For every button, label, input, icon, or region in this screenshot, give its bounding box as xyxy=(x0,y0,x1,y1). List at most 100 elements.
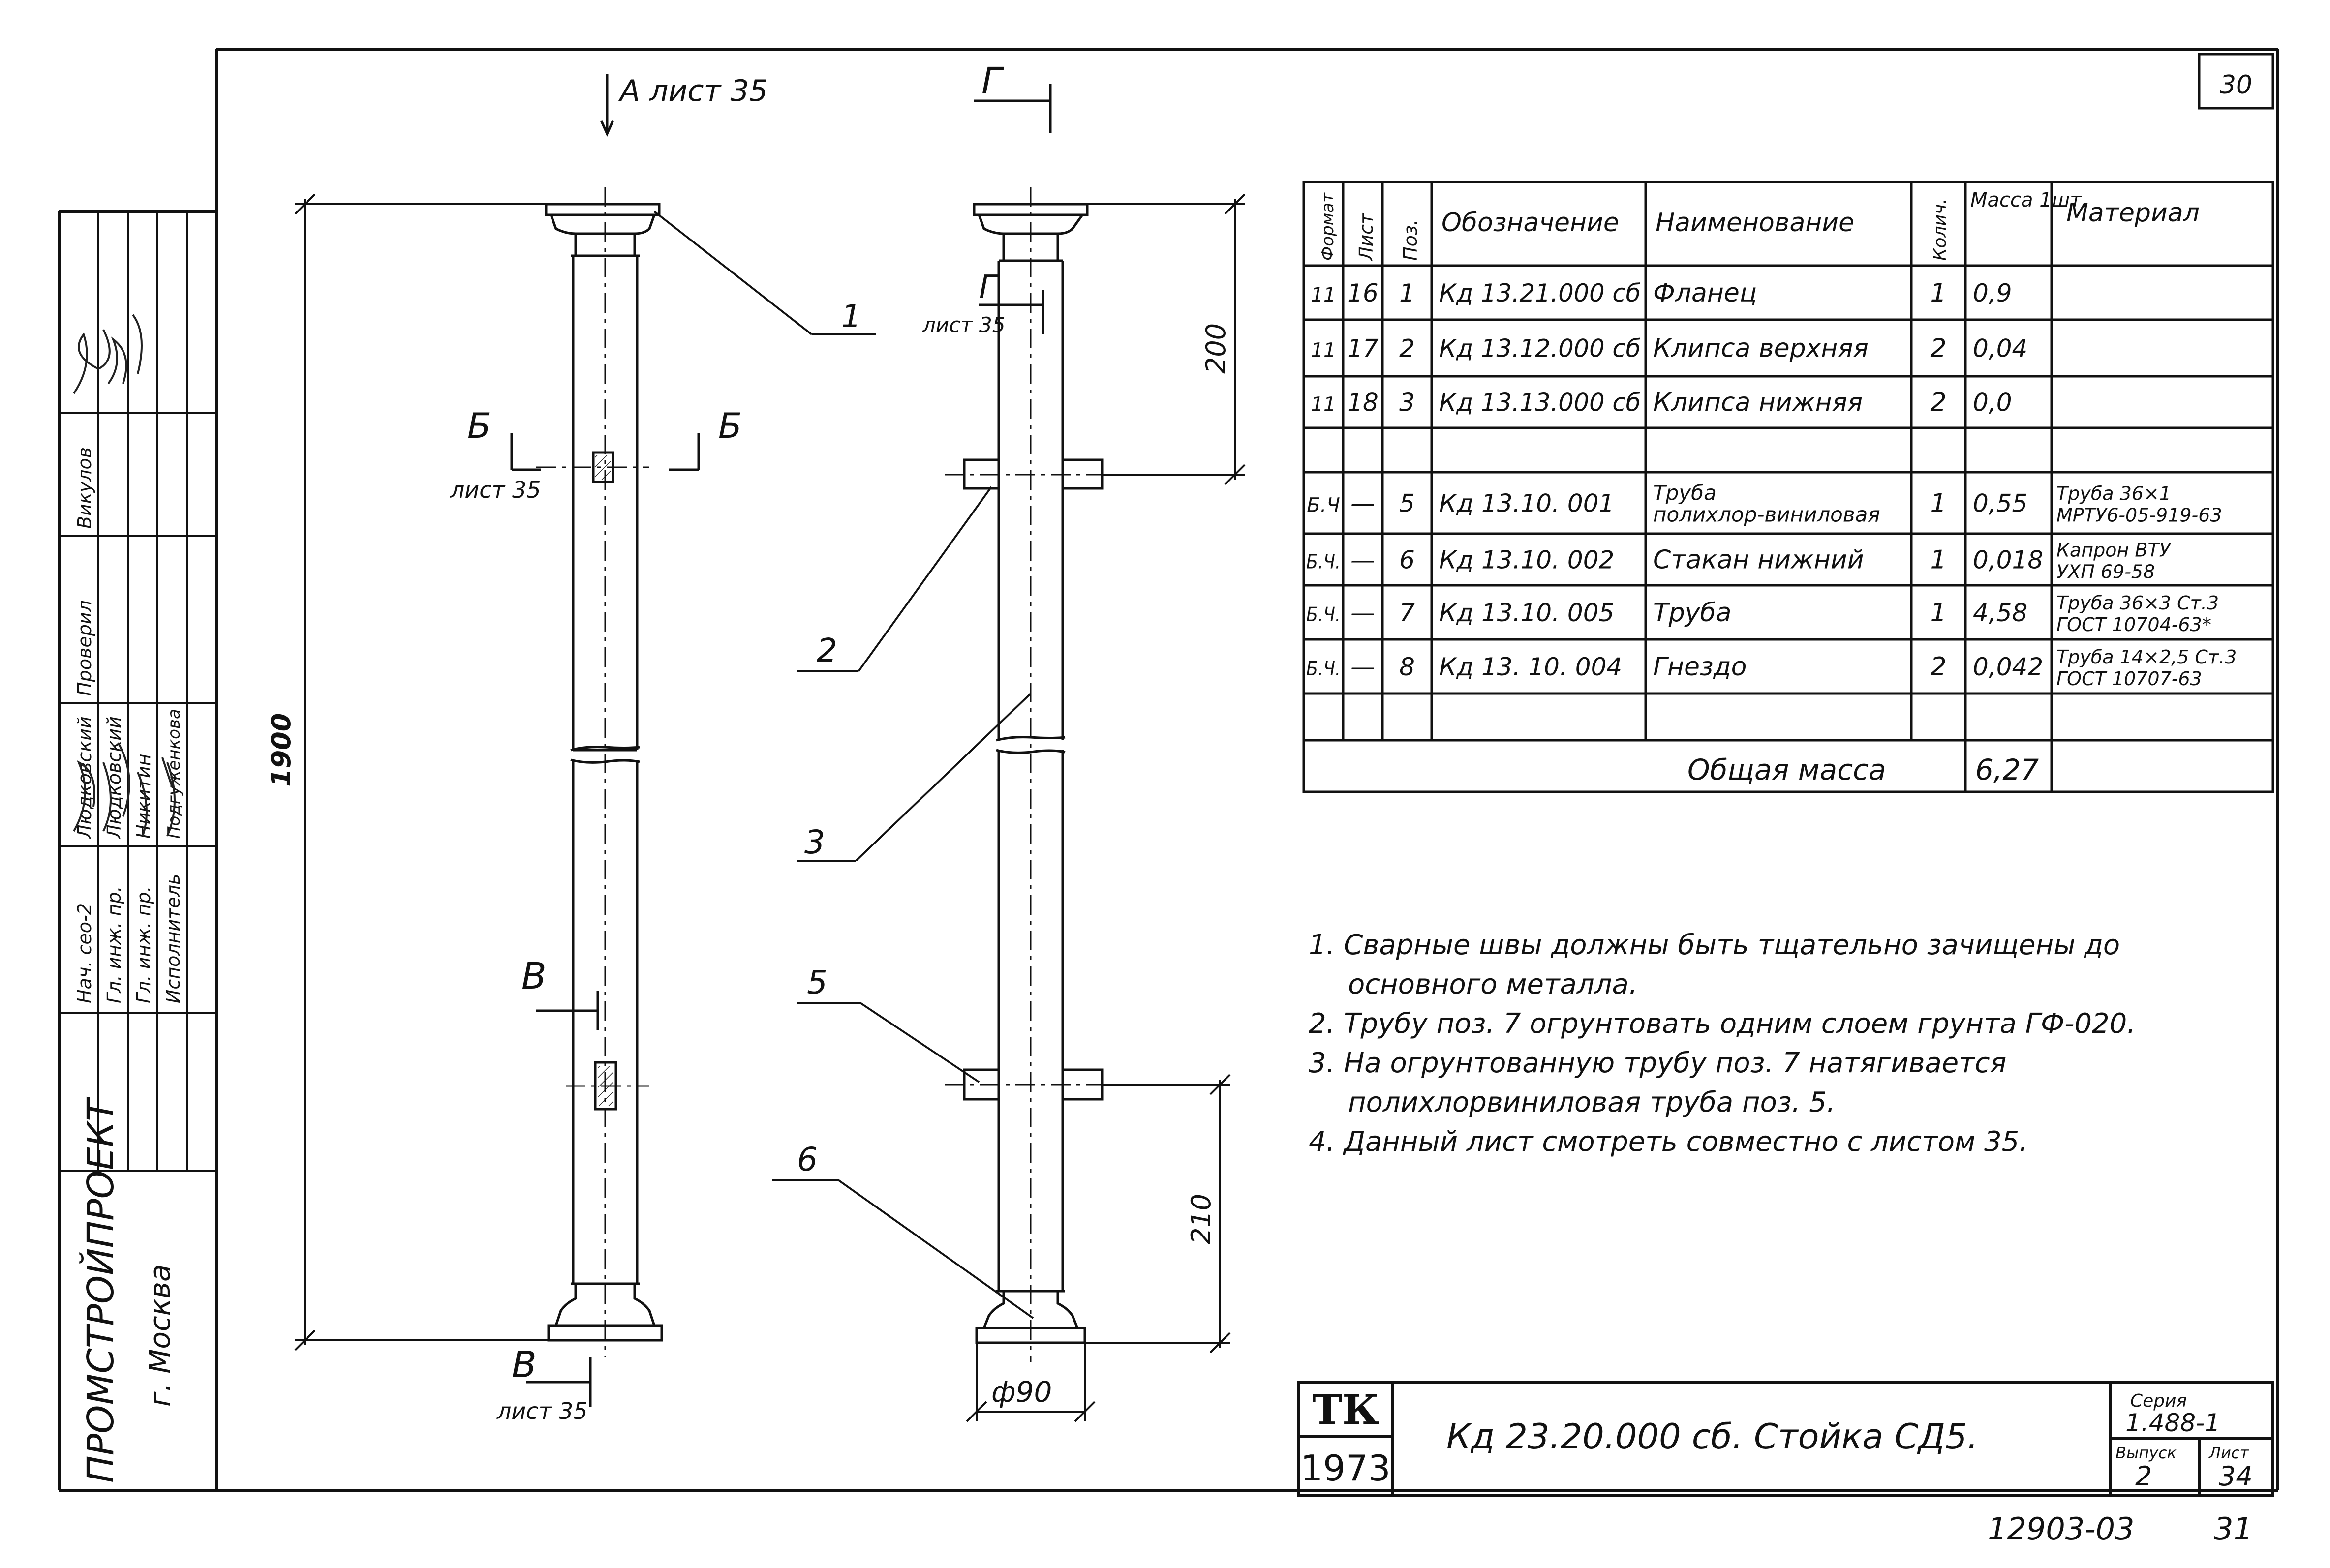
issue-value: 2 xyxy=(2135,1461,2152,1492)
section-g-mid: Г xyxy=(979,269,999,305)
note-line: 3. На огрунтованную трубу поз. 7 натягив… xyxy=(1309,1047,2006,1079)
spec-cell-mass: 4,58 xyxy=(1973,599,2027,627)
org-city: г. Москва xyxy=(143,1264,177,1407)
spec-cell-pos: 8 xyxy=(1399,653,1415,681)
dimension-diameter-label: ф90 xyxy=(991,1375,1052,1409)
header-pos: Поз. xyxy=(1400,219,1421,261)
callout-5: 3 xyxy=(804,823,825,861)
checked-label: Проверил xyxy=(74,600,95,696)
dimension-200-label: 200 xyxy=(1200,323,1231,374)
header-format: Формат xyxy=(1318,192,1338,261)
spec-cell-name: Клипса верхняя xyxy=(1653,334,1869,363)
spec-cell-sheet: — xyxy=(1350,489,1375,518)
issue-label: Выпуск xyxy=(2115,1444,2177,1462)
title-block-grid xyxy=(1297,1381,2274,1497)
spec-cell-sheet: 16 xyxy=(1347,279,1379,307)
note-line: 1. Сварные швы должны быть тщательно зач… xyxy=(1309,929,2120,961)
section-marks-side xyxy=(974,84,1052,334)
spec-cell-sheet: — xyxy=(1350,599,1375,627)
spec-cell-qty: 1 xyxy=(1930,545,1946,575)
spec-cell-designation: Кд 13.10. 002 xyxy=(1439,546,1614,574)
header-mass: Масса 1шт. xyxy=(1970,189,2087,211)
dimension-210 xyxy=(1085,1074,1231,1354)
section-g-top: Г xyxy=(981,60,1005,102)
tk-mark: ТК xyxy=(1312,1387,1379,1434)
spec-cell-pos: 7 xyxy=(1399,599,1415,627)
spec-cell-format: 11 xyxy=(1311,339,1336,362)
spec-cell-designation: Кд 13.13.000 сб xyxy=(1439,389,1641,417)
spec-cell-name: Стакан нижний xyxy=(1653,545,1864,575)
spec-cell-qty: 1 xyxy=(1930,598,1946,628)
spec-cell-format: Б.Ч. xyxy=(1306,603,1341,626)
section-v-mid: В xyxy=(521,955,547,997)
side-view xyxy=(963,203,1104,1344)
spec-cell-pos: 6 xyxy=(1399,546,1415,574)
dimension-diameter xyxy=(966,1343,1096,1422)
spec-cell-qty: 2 xyxy=(1930,388,1946,418)
view-a-label: А лист 35 xyxy=(618,74,768,108)
note-line: полихлорвиниловая труба поз. 5. xyxy=(1348,1086,1836,1118)
header-qty: Колич. xyxy=(1930,198,1950,261)
dimension-210-label: 210 xyxy=(1186,1194,1217,1244)
role-3: Гл. инж. пр. xyxy=(133,886,154,1003)
notes: 1. Сварные швы должны быть тщательно зач… xyxy=(1309,929,2136,1158)
role-1: Нач. сео-2 xyxy=(74,903,95,1003)
name-3: Никитин xyxy=(133,754,154,839)
leaders-side xyxy=(772,486,1034,1319)
spec-cell-pos: 2 xyxy=(1399,334,1415,363)
drawing-code: 12903-03 xyxy=(1988,1511,2135,1547)
spec-cell-designation: Кд 13.10. 001 xyxy=(1439,489,1614,518)
checker-name: Викулов xyxy=(74,447,95,529)
spec-cell-sheet: 18 xyxy=(1347,389,1379,417)
spec-cell-pos: 3 xyxy=(1399,389,1415,417)
spec-cell-format: 11 xyxy=(1311,393,1336,416)
callout-2: 2 xyxy=(817,632,837,669)
header-sheet: Лист xyxy=(1355,212,1377,262)
section-v-sheet: лист 35 xyxy=(496,1398,588,1424)
side-stamp-text: Нач. сео-2 Гл. инж. пр. Гл. инж. пр. Исп… xyxy=(74,447,184,1003)
header-name: Наименование xyxy=(1656,208,1854,238)
spec-table-headers: Формат Лист Поз. Обозначение Наименовани… xyxy=(1318,189,2200,262)
spec-cell-sheet: — xyxy=(1350,546,1375,574)
spec-cell-mass: 0,55 xyxy=(1973,489,2027,518)
spec-cell-qty: 1 xyxy=(1930,489,1946,518)
role-4: Исполнитель xyxy=(162,874,184,1003)
series-value: 1.488-1 xyxy=(2125,1409,2220,1437)
note-line: основного металла. xyxy=(1348,968,1638,1000)
section-g-sheet: лист 35 xyxy=(922,313,1006,337)
callout-1: 1 xyxy=(841,299,861,335)
section-v-bottom: В xyxy=(512,1344,537,1386)
section-marks-front xyxy=(510,74,700,1407)
section-b-right: Б xyxy=(718,406,742,446)
spec-table-grid xyxy=(1302,181,2274,793)
spec-cell-sheet: — xyxy=(1350,653,1375,681)
side-stamp xyxy=(59,211,216,1172)
total-mass-value: 6,27 xyxy=(1975,753,2039,786)
callout-6: 6 xyxy=(797,1141,818,1178)
spec-cell-format: Б.Ч. xyxy=(1306,658,1341,680)
spec-cell-sheet: 17 xyxy=(1347,334,1379,363)
spec-cell-mass: 0,0 xyxy=(1973,389,2012,417)
spec-cell-name: Гнездо xyxy=(1653,652,1747,682)
series-label: Серия xyxy=(2130,1391,2187,1411)
drawing-title: Кд 23.20.000 сб. Стойка СД5. xyxy=(1446,1417,1978,1457)
spec-cell-mass: 0,9 xyxy=(1973,279,2012,307)
role-2: Гл. инж. пр. xyxy=(103,886,125,1003)
spec-cell-qty: 1 xyxy=(1930,278,1946,308)
spec-cell-designation: Кд 13.12.000 сб xyxy=(1439,334,1641,363)
year: 1973 xyxy=(1300,1447,1390,1489)
spec-cell-name: Фланец xyxy=(1653,278,1757,308)
org-name: ПРОМСТРОЙПРОЕКТ xyxy=(79,1096,122,1483)
section-b-sheet: лист 35 xyxy=(450,477,541,503)
spec-cell-format: Б.Ч. xyxy=(1306,551,1341,573)
dimension-1900 xyxy=(294,193,549,1351)
spec-cell-pos: 1 xyxy=(1399,279,1415,307)
spec-cell-mass: 0,04 xyxy=(1973,334,2027,363)
spec-cell-designation: Кд 13. 10. 004 xyxy=(1439,653,1622,681)
total-mass-label: Общая масса xyxy=(1687,753,1886,786)
